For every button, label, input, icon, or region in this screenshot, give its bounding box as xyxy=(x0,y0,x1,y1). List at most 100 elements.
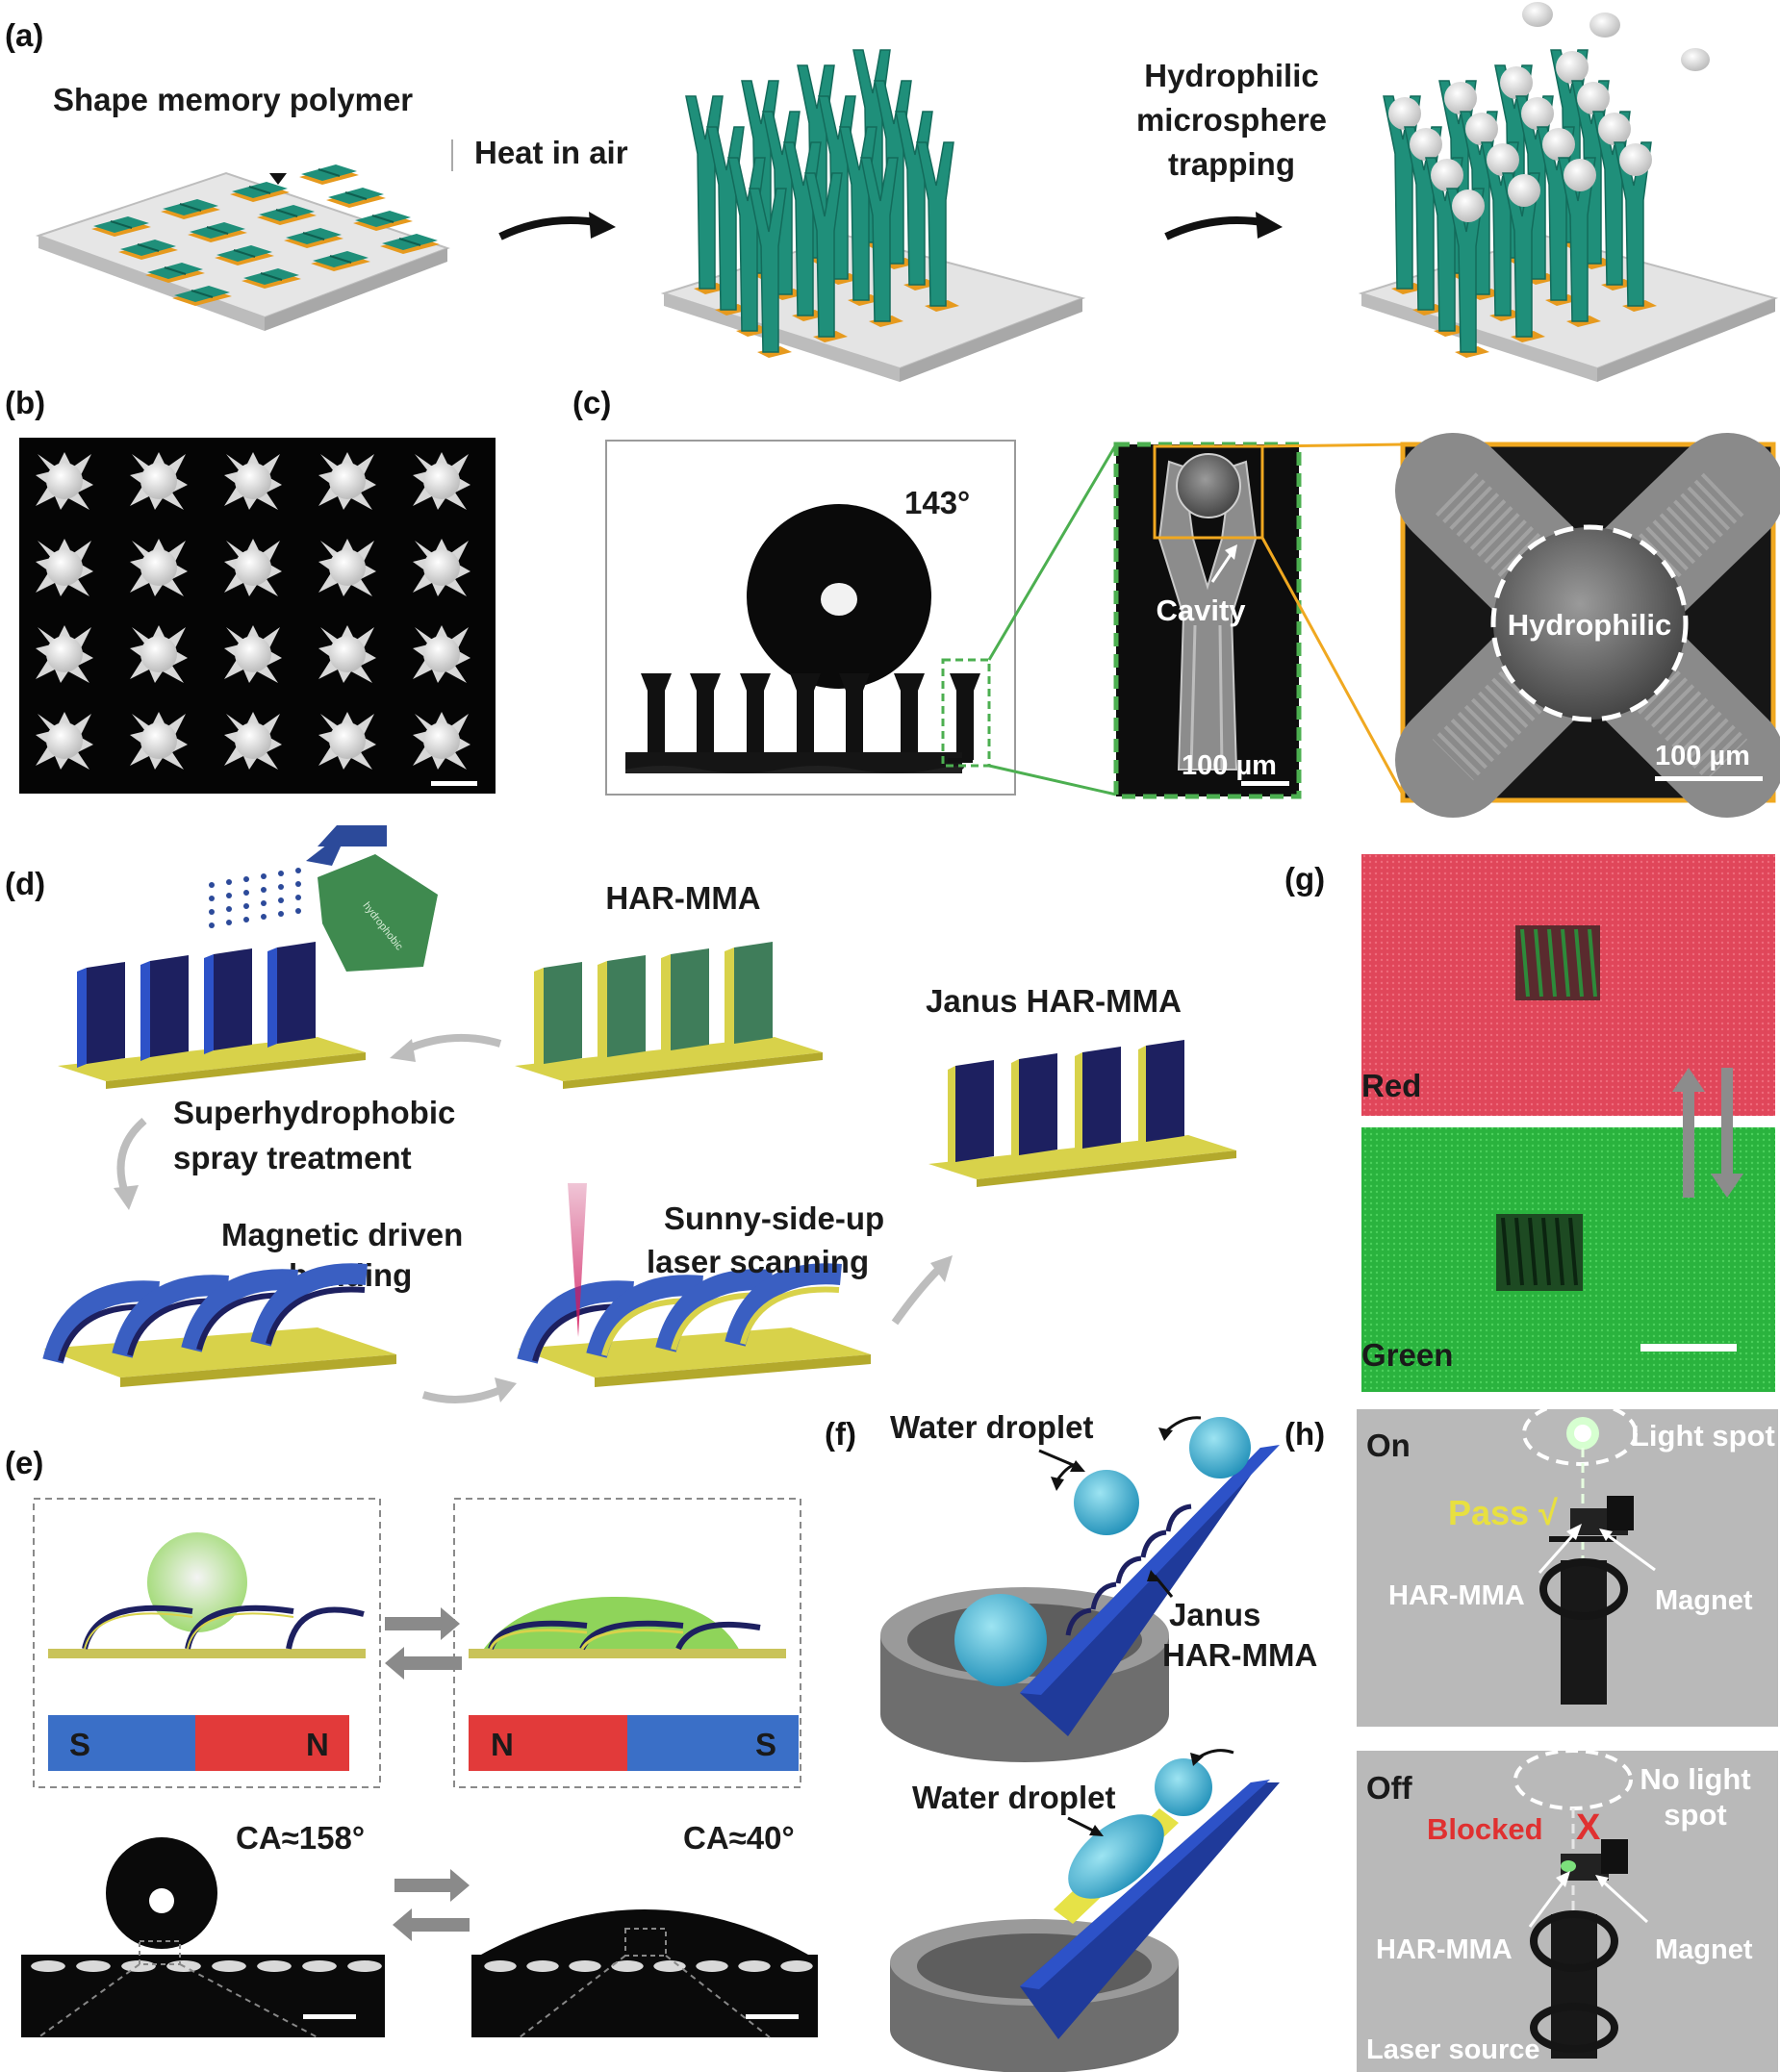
switch-up-arrow xyxy=(1672,1068,1705,1198)
falling-microsphere xyxy=(1589,13,1620,38)
magnet-pole-n2: N xyxy=(491,1727,514,1762)
janus-sheet-array xyxy=(928,1040,1236,1187)
sheet-slit xyxy=(1555,1217,1564,1286)
janus-ramp-lower xyxy=(1020,1782,1280,2039)
trapped-microsphere xyxy=(1577,82,1610,114)
magnet xyxy=(1601,1839,1628,1874)
off-label: Off xyxy=(1366,1770,1413,1806)
pinned-droplet xyxy=(1068,1814,1164,1899)
arch xyxy=(1065,1607,1092,1636)
green-droplet xyxy=(147,1532,247,1632)
janus-label: Janus HAR-MMA xyxy=(926,983,1182,1019)
trapped-microsphere xyxy=(423,636,460,672)
scale-bar xyxy=(948,758,973,763)
arch-gap xyxy=(569,1960,601,1972)
panel-label-a: (a) xyxy=(5,17,43,53)
arch-gap xyxy=(212,1960,246,1972)
trapped-microsphere xyxy=(140,463,177,499)
pillar xyxy=(860,157,899,322)
panel-f: Water droplet Janus HAR-MMA Water drople… xyxy=(880,1409,1317,2072)
sheet-slit xyxy=(1528,1217,1538,1286)
arch xyxy=(1090,1581,1117,1610)
sheet-slit xyxy=(1588,928,1597,998)
scale-label-top: 100 µm xyxy=(1655,741,1750,771)
laser-label-line1: Sunny-side-up xyxy=(664,1200,884,1236)
pillar-silhouette xyxy=(839,673,870,760)
magnet-label-off: Magnet xyxy=(1655,1934,1753,1965)
sheet-edge xyxy=(534,968,544,1068)
hydrophilic-label: Hydrophilic xyxy=(1508,608,1672,642)
pass-label: Pass √ xyxy=(1448,1493,1558,1532)
laser-mount-on xyxy=(1539,1536,1628,1705)
magnet xyxy=(1607,1496,1634,1530)
sheet xyxy=(87,962,125,1064)
bent-sheet xyxy=(655,1269,773,1352)
bent-sheet xyxy=(725,1263,842,1347)
laser-beam xyxy=(568,1183,587,1337)
magnet-pole-n1: N xyxy=(306,1727,329,1762)
arch-gap xyxy=(780,1960,813,1972)
hydrophilic-sphere xyxy=(1493,527,1686,720)
no-light-label-line2: spot xyxy=(1664,1798,1726,1832)
arch xyxy=(1140,1529,1167,1558)
panel-a: Shape memory polymer Heat in air Hydroph… xyxy=(35,2,1779,382)
spray-bottle-icon: hydrophobic xyxy=(209,825,438,972)
sheet-slit xyxy=(1534,928,1543,998)
water-droplet-label-1: Water droplet xyxy=(890,1409,1093,1445)
collected-droplet xyxy=(954,1594,1047,1686)
trapped-microsphere xyxy=(46,722,83,759)
pillar-silhouette xyxy=(894,673,925,760)
pillar-silhouette xyxy=(950,673,980,760)
magnet-pole-s2: S xyxy=(755,1727,776,1762)
step-trapping-line1: Hydrophilic xyxy=(1144,58,1319,93)
panel-b-sem-top-view xyxy=(19,438,496,794)
trapped-microsphere xyxy=(423,549,460,586)
panel-label-g: (g) xyxy=(1284,861,1325,897)
scale-bar xyxy=(746,2014,799,2019)
sheet-edge xyxy=(204,954,214,1054)
panel-label-e: (e) xyxy=(5,1445,43,1480)
panel-c: 143° Cavity 100 µm Hydrophilic 100 µm xyxy=(605,433,1780,818)
sprayed-sheet-array xyxy=(58,942,366,1089)
trapped-microsphere xyxy=(1542,128,1575,161)
trapped-microsphere xyxy=(1452,190,1485,222)
laser-label-line2: laser scanning xyxy=(647,1244,869,1279)
pillar-silhouette xyxy=(641,673,672,760)
janus-label-line2: HAR-MMA xyxy=(1162,1637,1317,1673)
magnetic-bent-array xyxy=(42,1263,396,1387)
sheet xyxy=(734,942,773,1044)
magnet-label-on: Magnet xyxy=(1655,1585,1753,1616)
trapped-microsphere xyxy=(140,549,177,586)
trapped-microsphere xyxy=(1487,143,1519,176)
trapped-microsphere xyxy=(46,549,83,586)
no-light-label-line1: No light xyxy=(1640,1762,1750,1796)
trapped-microsphere xyxy=(140,636,177,672)
step-trapping-line2: microsphere xyxy=(1136,102,1327,138)
panel-h: On Light spot Pass √ HAR-MMA Magnet Off … xyxy=(1357,1401,1778,2072)
arch-gap xyxy=(526,1960,559,1972)
bend-label-line1: Magnetic driven xyxy=(221,1217,463,1252)
cavity-label: Cavity xyxy=(1156,594,1246,627)
scale-bar xyxy=(431,781,477,786)
collection-cup-lower xyxy=(890,1919,1179,2072)
green-label: Green xyxy=(1361,1337,1453,1373)
sheet xyxy=(150,955,189,1057)
trapped-microsphere xyxy=(1431,159,1463,191)
arch-gap xyxy=(738,1960,771,1972)
zoom-box-small xyxy=(941,658,991,768)
state-hydrophilic-box xyxy=(453,1498,801,1788)
panel-label-c: (c) xyxy=(572,385,611,420)
arch-gap xyxy=(257,1960,292,1972)
zoom-box-cavity xyxy=(1153,444,1264,540)
sheet-edge xyxy=(77,968,87,1068)
step-heat-in-air: Heat in air xyxy=(474,135,628,170)
trapped-microsphere xyxy=(1508,174,1540,207)
trapped-microsphere xyxy=(329,549,366,586)
bent-sheet xyxy=(586,1275,703,1358)
sheet-slit xyxy=(1520,928,1530,998)
sheet-edge xyxy=(267,948,277,1048)
pillar xyxy=(804,172,843,338)
on-label: On xyxy=(1366,1428,1411,1463)
janus-sheet xyxy=(1146,1040,1184,1142)
laser-scanning-array xyxy=(517,1183,871,1387)
